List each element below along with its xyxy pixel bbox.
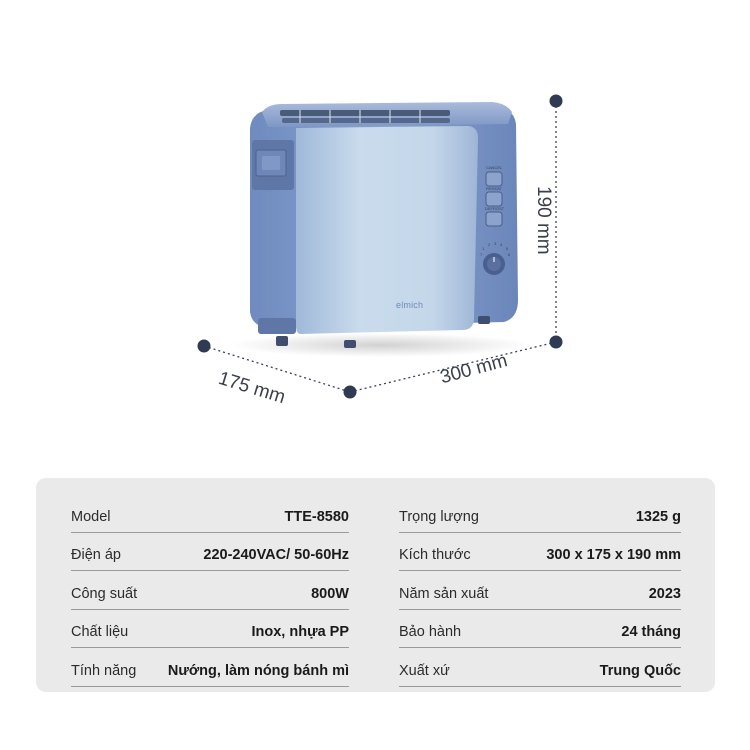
spec-value: 300 x 175 x 190 mm	[546, 547, 681, 563]
dimension-dot-front	[343, 385, 357, 399]
dial-mark: 4	[500, 242, 503, 247]
spec-row-weight: Trọng lượng 1325 g	[399, 494, 681, 533]
spec-row-origin: Xuất xứ Trung Quốc	[399, 648, 681, 687]
width-dimension-line	[349, 341, 557, 393]
spec-column-right: Trọng lượng 1325 g Kích thước 300 x 175 …	[399, 494, 681, 687]
dimension-dot-left	[197, 339, 211, 353]
spec-label: Chất liệu	[71, 624, 129, 640]
spec-label: Năm sản xuất	[399, 585, 489, 602]
spec-label: Trọng lượng	[399, 508, 479, 525]
depth-dimension-line	[203, 345, 351, 393]
brand-logo: elmich	[396, 300, 424, 310]
bread-slot	[280, 110, 450, 116]
spec-label: Kích thước	[399, 547, 471, 563]
dial-mark: 3	[494, 241, 497, 246]
spec-value: Trung Quốc	[599, 662, 681, 679]
cancel-button-text: CANCEL	[486, 165, 503, 170]
dial-mark: 6	[508, 252, 511, 257]
spec-value: TTE-8580	[284, 508, 349, 525]
dial-mark: 5	[506, 246, 509, 251]
dial-mark: 1	[482, 246, 485, 251]
spec-value: 800W	[311, 585, 349, 602]
spec-label: Công suất	[71, 585, 138, 602]
spec-label: Model	[71, 508, 111, 525]
spec-value: Nướng, làm nóng bánh mì	[167, 662, 349, 679]
reheat-button	[485, 191, 503, 207]
toaster-diagram	[197, 94, 563, 399]
dial-mark: 2	[488, 242, 491, 247]
bread-slot	[282, 118, 450, 123]
height-label: 190 mm	[533, 186, 554, 255]
spec-panel: Model TTE-8580 Điện áp 220-240VAC/ 50-60…	[36, 478, 715, 692]
spec-label: Điện áp	[71, 547, 121, 563]
spec-row-voltage: Điện áp 220-240VAC/ 50-60Hz	[71, 533, 349, 571]
toaster-foot	[258, 318, 296, 334]
spec-row-year: Năm sản xuất 2023	[399, 571, 681, 610]
product-illustration: 175 mm 300 mm 190 mm elmich CANCEL REHEA…	[197, 94, 563, 408]
spec-row-material: Chất liệu Inox, nhựa PP	[71, 610, 349, 648]
spec-row-warranty: Bảo hành 24 tháng	[399, 610, 681, 648]
dial-mark: 7	[480, 252, 483, 257]
defrost-button-text: DEFROST	[485, 206, 505, 211]
cancel-button	[485, 171, 503, 187]
reheat-button-text: REHEAT	[486, 186, 502, 191]
spec-column-left: Model TTE-8580 Điện áp 220-240VAC/ 50-60…	[71, 494, 349, 687]
spec-value: 220-240VAC/ 50-60Hz	[203, 547, 349, 563]
spec-label: Tính năng	[71, 662, 137, 679]
dimension-dot-right	[549, 335, 563, 349]
spec-value: Inox, nhựa PP	[251, 624, 349, 640]
spec-row-features: Tính năng Nướng, làm nóng bánh mì	[71, 648, 349, 687]
toaster-front-panel	[296, 126, 478, 334]
spec-row-model: Model TTE-8580	[71, 494, 349, 533]
dimension-dot-top	[549, 94, 563, 108]
spec-label: Bảo hành	[399, 624, 462, 640]
spec-value: 2023	[648, 585, 681, 602]
defrost-button	[485, 211, 503, 227]
spec-label: Xuất xứ	[399, 662, 450, 679]
spec-row-power: Công suất 800W	[71, 571, 349, 610]
spec-row-size: Kích thước 300 x 175 x 190 mm	[399, 533, 681, 571]
spec-value: 24 tháng	[621, 624, 681, 640]
spec-value: 1325 g	[635, 508, 681, 525]
